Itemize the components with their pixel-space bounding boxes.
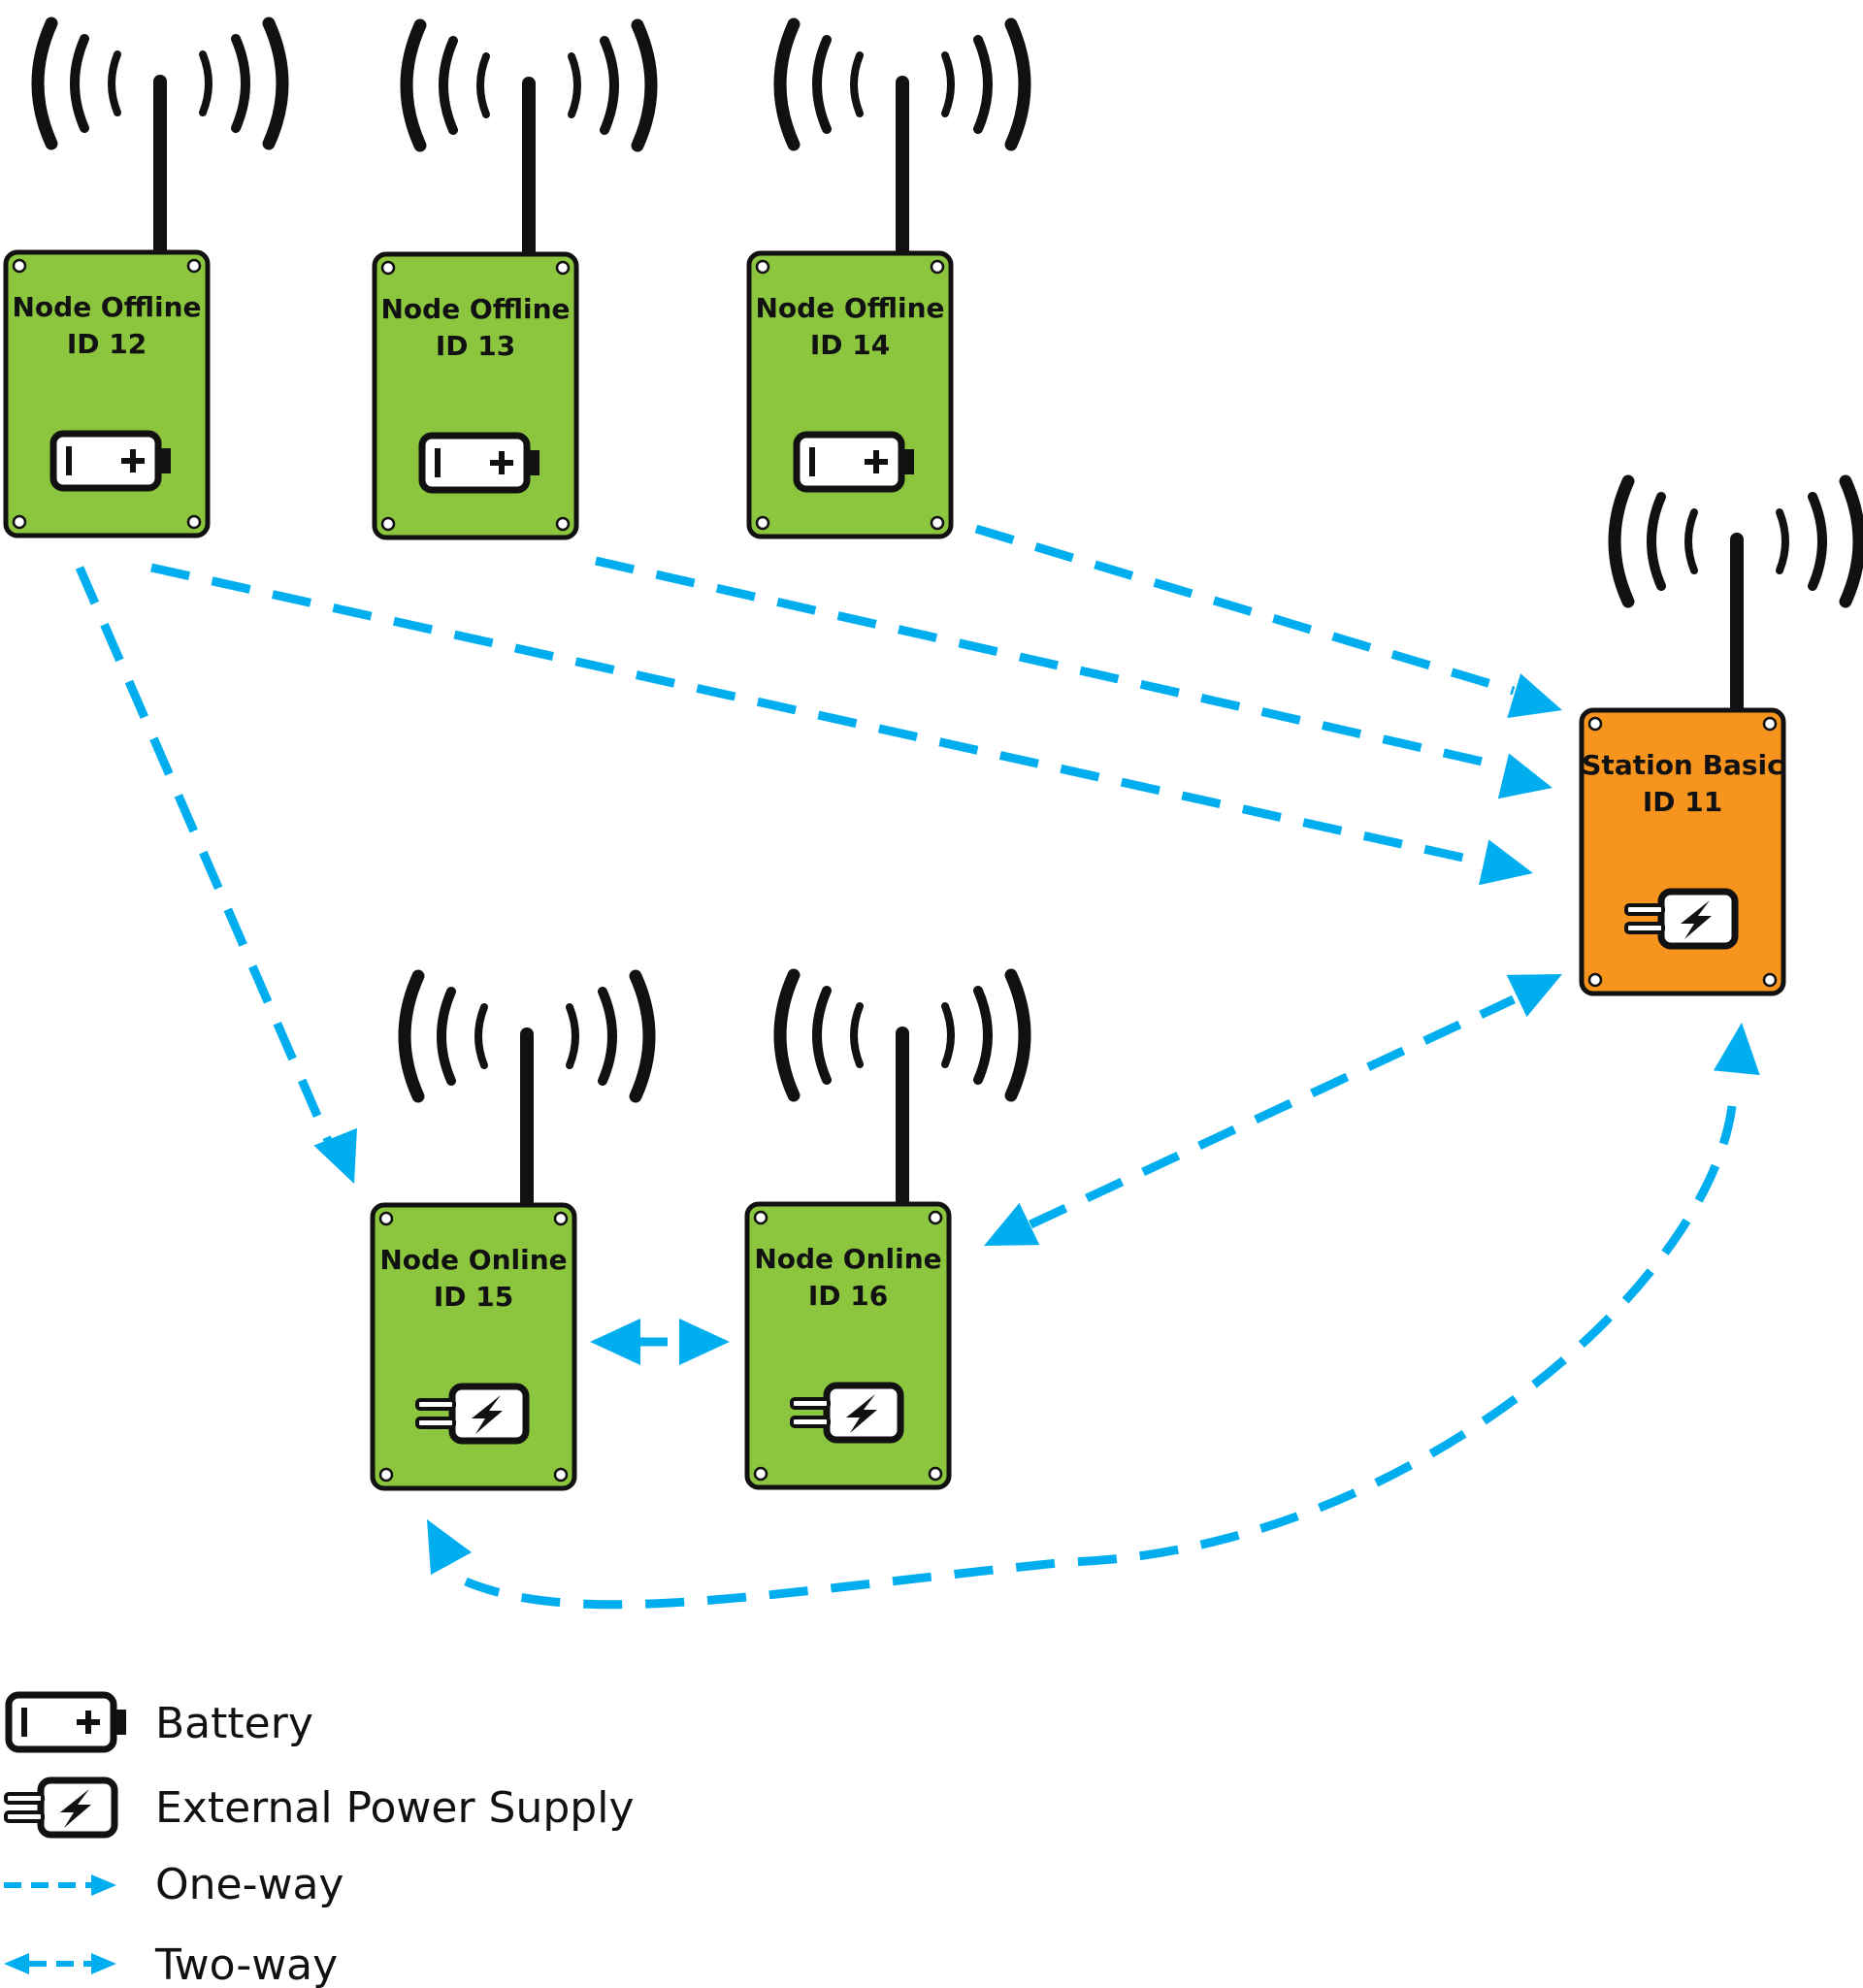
device-status-label: Node Online xyxy=(379,1244,567,1276)
legend-item-external-power: External Power Supply xyxy=(6,1780,635,1835)
legend-label: External Power Supply xyxy=(155,1783,635,1833)
mounting-hole xyxy=(930,259,945,275)
battery-icon xyxy=(9,1695,126,1749)
mounting-hole xyxy=(928,1210,943,1225)
mounting-hole xyxy=(378,1211,394,1226)
antenna-icon xyxy=(405,976,649,1205)
antenna-icon xyxy=(1615,481,1859,710)
mounting-hole xyxy=(553,1211,569,1226)
arrowhead-icon xyxy=(1507,673,1562,719)
mounting-hole xyxy=(555,260,571,276)
device-status-label: Node Online xyxy=(754,1243,941,1275)
link-node-16-station-11 xyxy=(984,974,1562,1246)
device-status-label: Station Basic xyxy=(1582,749,1782,781)
arrowhead-icon xyxy=(1506,974,1562,1018)
link-line xyxy=(1029,994,1516,1229)
mounting-hole xyxy=(755,515,770,531)
device-status-label: Node Offline xyxy=(12,291,201,323)
power-plug-icon xyxy=(6,1780,114,1835)
antenna-icon xyxy=(38,23,282,252)
arrowhead-icon xyxy=(313,1127,357,1184)
mounting-hole xyxy=(186,514,202,530)
link-line xyxy=(464,1105,1737,1610)
mounting-hole xyxy=(930,515,945,531)
mounting-hole xyxy=(1762,972,1778,988)
link-node-13-station-11 xyxy=(595,556,1552,799)
mounting-hole xyxy=(753,1466,768,1482)
legend-label: Battery xyxy=(155,1699,313,1748)
arrowhead-icon xyxy=(590,1319,640,1365)
link-line xyxy=(75,566,335,1147)
link-node-14-station-11 xyxy=(974,524,1562,719)
link-node-12-station-11 xyxy=(150,563,1533,886)
device-id-label: ID 15 xyxy=(434,1281,513,1313)
link-node-12-node-15 xyxy=(75,566,357,1184)
battery-icon xyxy=(422,436,539,490)
one-way-arrow-icon xyxy=(4,1874,116,1896)
mounting-hole xyxy=(753,1210,768,1225)
device-id-label: ID 16 xyxy=(808,1280,888,1312)
arrowhead-icon xyxy=(427,1519,473,1576)
device-node-16: Node Online ID 16 xyxy=(744,975,1025,1490)
device-status-label: Node Offline xyxy=(380,293,570,325)
mounting-hole xyxy=(380,516,396,532)
arrowhead-icon xyxy=(679,1319,730,1365)
arrowhead-icon xyxy=(1713,1023,1760,1076)
antenna-icon xyxy=(407,25,651,254)
battery-icon xyxy=(797,435,914,489)
two-way-arrow-icon xyxy=(4,1953,116,1974)
arrowhead-icon xyxy=(1479,839,1533,886)
antenna-icon xyxy=(780,24,1025,253)
arrowhead-icon xyxy=(1497,753,1552,799)
device-node-12: Node Offline ID 12 xyxy=(3,23,282,538)
device-id-label: ID 14 xyxy=(810,329,890,361)
device-status-label: Node Offline xyxy=(755,292,944,324)
mounting-hole xyxy=(12,258,27,274)
mounting-hole xyxy=(1587,972,1603,988)
legend-item-battery: Battery xyxy=(9,1695,313,1749)
device-node-13: Node Offline ID 13 xyxy=(372,25,651,540)
legend-label: One-way xyxy=(155,1860,343,1909)
arrowhead-icon xyxy=(984,1202,1040,1246)
mounting-hole xyxy=(186,258,202,274)
legend-item-one-way: One-way xyxy=(4,1860,343,1909)
antenna-icon xyxy=(780,975,1025,1204)
legend-item-two-way: Two-way xyxy=(4,1940,338,1988)
link-line xyxy=(595,556,1505,771)
link-node-15-node-16 xyxy=(590,1319,730,1365)
device-id-label: ID 11 xyxy=(1643,786,1722,818)
device-node-15: Node Online ID 15 xyxy=(370,976,649,1491)
device-id-label: ID 12 xyxy=(67,328,147,360)
device-station-11: Station Basic ID 11 xyxy=(1579,481,1859,996)
link-line xyxy=(150,563,1490,868)
mounting-hole xyxy=(1587,716,1603,732)
legend: Battery External Power Supply One-way Tw… xyxy=(4,1695,635,1988)
mounting-hole xyxy=(12,514,27,530)
mounting-hole xyxy=(378,1467,394,1483)
link-line xyxy=(974,524,1516,696)
mounting-hole xyxy=(1762,716,1778,732)
mounting-hole xyxy=(555,516,571,532)
battery-icon xyxy=(53,434,171,488)
mounting-hole xyxy=(755,259,770,275)
mounting-hole xyxy=(928,1466,943,1482)
mounting-hole xyxy=(380,260,396,276)
device-node-14: Node Offline ID 14 xyxy=(746,24,1025,539)
device-id-label: ID 13 xyxy=(436,330,515,362)
mounting-hole xyxy=(553,1467,569,1483)
link-node-15-station-11 xyxy=(427,1023,1760,1610)
legend-label: Two-way xyxy=(154,1940,338,1988)
connection-links xyxy=(75,524,1760,1610)
